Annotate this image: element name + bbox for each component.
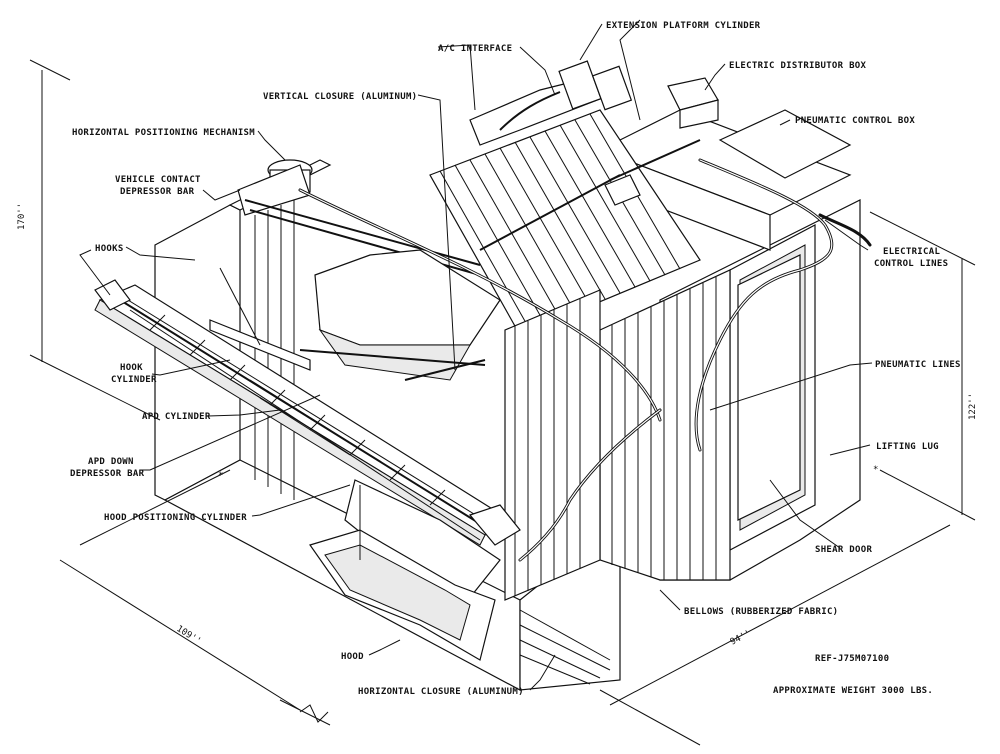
label-hood-positioning-cylinder: HOOD POSITIONING CYLINDER — [104, 513, 247, 523]
dimension-right-height: 122'' — [968, 393, 978, 420]
ac-interface-frame — [469, 60, 701, 251]
label-vehicle-contact-line1: VEHICLE CONTACT — [115, 175, 201, 185]
label-pneumatic-lines: PNEUMATIC LINES — [875, 360, 961, 370]
callout-labels: EXTENSION PLATFORM CYLINDER A/C INTERFAC… — [70, 21, 961, 697]
label-extension-platform-cylinder: EXTENSION PLATFORM CYLINDER — [606, 21, 761, 31]
label-hood: HOOD — [341, 652, 364, 662]
dimension-height: 170'' — [17, 203, 27, 230]
label-horizontal-closure: HORIZONTAL CLOSURE (ALUMINUM) — [358, 687, 524, 697]
label-hook-cylinder-line2: CYLINDER — [111, 375, 157, 385]
dimension-lines: * * — [29, 59, 976, 746]
label-hooks: HOOKS — [95, 244, 124, 254]
label-electrical-control-line1: ELECTRICAL — [883, 247, 940, 257]
label-ac-interface: A/C INTERFACE — [438, 44, 512, 54]
label-vehicle-contact-line2: DEPRESSOR BAR — [120, 187, 195, 197]
label-apd-cylinder: APD CYLINDER — [142, 412, 211, 422]
leader-lines — [79, 19, 873, 691]
svg-text:*: * — [218, 471, 223, 481]
label-apd-down-line2: DEPRESSOR BAR — [70, 469, 145, 479]
label-electric-distributor-box: ELECTRIC DISTRIBUTOR BOX — [729, 61, 867, 71]
label-bellows: BELLOWS (RUBBERIZED FABRIC) — [684, 607, 838, 617]
bellows-pleats — [254, 109, 731, 685]
label-shear-door: SHEAR DOOR — [815, 545, 872, 555]
dimension-width: 94'' — [729, 629, 753, 648]
label-reference: REF-J75M07100 — [815, 654, 889, 664]
label-lifting-lug: LIFTING LUG — [876, 442, 939, 452]
svg-text:*: * — [873, 465, 878, 475]
cable-runs — [298, 158, 872, 562]
hood — [309, 479, 501, 661]
label-vertical-closure: VERTICAL CLOSURE (ALUMINUM) — [263, 92, 417, 102]
dimension-length: 109'' — [174, 624, 202, 647]
vehicle-contact-assembly — [209, 249, 501, 381]
label-electrical-control-line2: CONTROL LINES — [874, 259, 948, 269]
boom-assembly — [94, 279, 521, 546]
label-hook-cylinder-line1: HOOK — [120, 363, 143, 373]
label-approximate-weight: APPROXIMATE WEIGHT 3000 LBS. — [773, 686, 933, 696]
label-horizontal-positioning-mechanism: HORIZONTAL POSITIONING MECHANISM — [72, 128, 255, 138]
detail-hatching — [149, 314, 446, 506]
label-pneumatic-control-box: PNEUMATIC CONTROL BOX — [795, 116, 915, 126]
label-apd-down-line1: APD DOWN — [88, 457, 134, 467]
